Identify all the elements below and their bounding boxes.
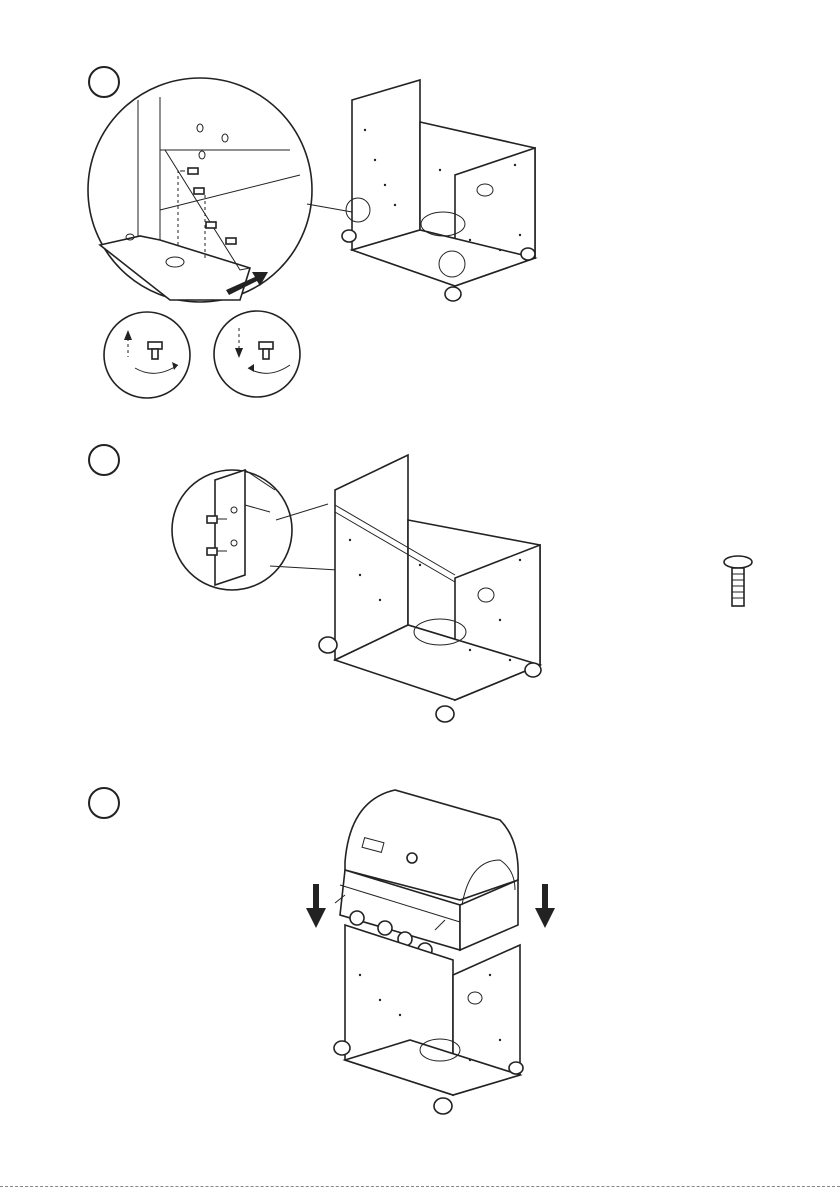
step2-cart-frame [319,455,541,722]
rotate-clockwise-icon [104,312,190,398]
step3-cart-frame [334,925,523,1114]
arrow-down-icon [306,884,326,928]
page-bottom-rule [0,1186,840,1187]
screw-icon [724,556,752,606]
arrow-down-icon [535,884,555,928]
step1-cart-frame [342,80,535,301]
step2-detail-magnifier [172,470,292,590]
rotate-counterclockwise-icon [214,311,300,397]
step1-detail-magnifier [88,78,312,302]
